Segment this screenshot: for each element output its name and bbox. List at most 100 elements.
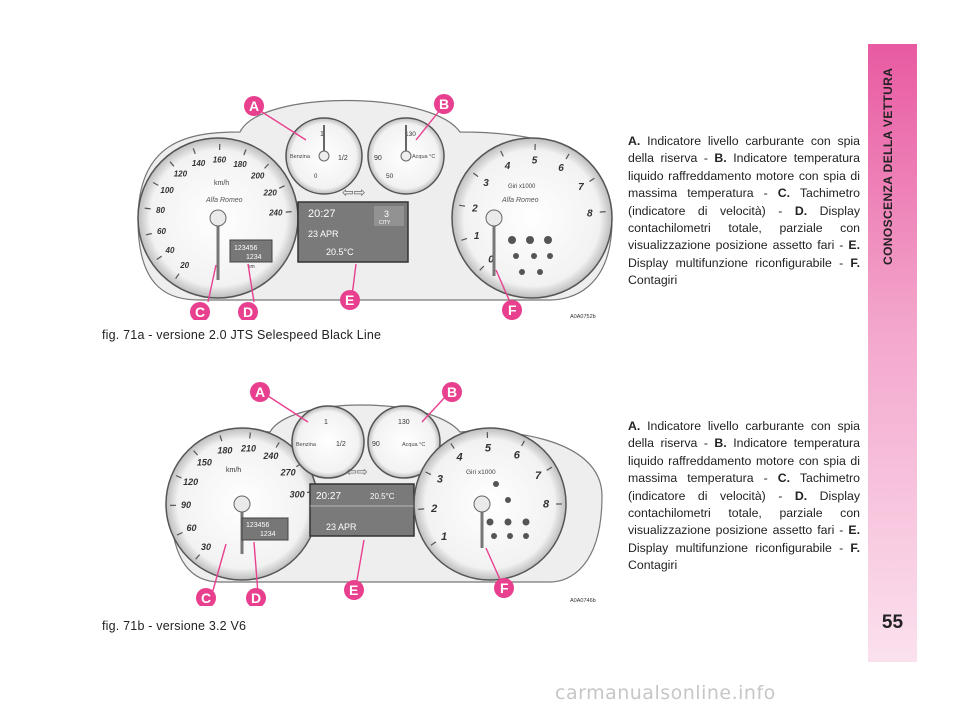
dial-tick-mark — [450, 443, 455, 449]
desc-key: B. — [714, 436, 727, 451]
dial-tick-label: 6 — [558, 163, 564, 174]
callout-C: C — [190, 302, 210, 320]
temp-tick-50: 50 — [386, 173, 394, 180]
dial-tick-mark — [152, 181, 159, 186]
display-gear: 3 — [384, 209, 389, 219]
dial-tick-mark — [156, 255, 163, 260]
desc-key: E. — [848, 238, 860, 253]
dial-tick-mark — [144, 207, 151, 210]
dial-tick-mark — [500, 150, 504, 157]
dial-tick-label: 8 — [543, 499, 550, 511]
dial-tick-label: 120 — [183, 477, 198, 487]
dial-tick-mark — [458, 204, 466, 207]
dial-tick-mark — [195, 554, 201, 560]
dial-tick-mark — [192, 148, 196, 155]
callout-D: D — [238, 302, 258, 320]
dial-tick-label: 240 — [262, 451, 278, 461]
dial-tick-label: 7 — [535, 470, 542, 482]
desc-text: Display contachilome­tri totale, parzial… — [628, 203, 860, 253]
display-date: 23 APR — [308, 229, 339, 239]
odo-total: 123456 — [246, 522, 269, 529]
dial-tick-label: 3 — [483, 178, 489, 189]
dial-tick-mark — [472, 172, 479, 178]
display-time: 20:27 — [308, 208, 336, 220]
temp-tick-90: 90 — [372, 441, 380, 448]
desc-key: A. — [628, 419, 641, 433]
speedo-unit: km/h — [226, 467, 241, 474]
sidebar-band — [868, 44, 917, 662]
temp-label: Acqua °C — [412, 154, 435, 160]
dial-tick-label: 7 — [578, 182, 584, 193]
callout-C: C — [196, 588, 216, 606]
dial-tick-label: 6 — [514, 450, 521, 462]
callout-F: F — [494, 578, 514, 598]
temp-tick-90: 90 — [374, 155, 382, 162]
fuel-tick-1: 1 — [324, 419, 328, 426]
callout-B: B — [442, 382, 462, 402]
svg-text:F: F — [500, 580, 509, 596]
fuel-tick-0: 0 — [314, 174, 318, 180]
desc-key: D. — [794, 488, 808, 503]
svg-text:A: A — [249, 98, 259, 114]
dial-tick-label: 60 — [186, 523, 196, 533]
dial-tick-mark — [249, 432, 251, 439]
desc-text: Display contachilome­tri totale, parzial… — [628, 488, 860, 538]
turn-signal-icon: ⇦⇨ — [342, 184, 366, 200]
dial-tick-mark — [145, 232, 152, 236]
desc-key: C. — [777, 471, 791, 486]
temperature-gauge — [367, 405, 441, 479]
callout-D: D — [246, 588, 266, 606]
svg-text:E: E — [345, 292, 354, 308]
dial-tick-label: 20 — [179, 261, 189, 270]
dial-tick-mark — [193, 450, 199, 456]
dial-tick-label: 160 — [213, 156, 227, 165]
callout-A: A — [244, 96, 264, 116]
svg-text:F: F — [508, 302, 517, 318]
dial-tick-label: 210 — [240, 443, 256, 453]
dial-tick-mark — [599, 211, 606, 213]
dial-tick-mark — [418, 508, 425, 510]
callout-B: B — [434, 94, 454, 114]
desc-text: Display multifunzione riconfigurabile - — [628, 255, 851, 270]
odo-unit: km — [248, 264, 255, 270]
dial-tick-mark — [219, 435, 223, 442]
desc-text: Indicatore temperatura liqui­do raffredd… — [628, 436, 860, 486]
dial-tick-label: 90 — [181, 500, 191, 510]
svg-text:C: C — [201, 590, 211, 606]
warning-lights — [486, 481, 530, 539]
dial-tick-label: 240 — [268, 209, 283, 218]
odo-trip: 1234 — [246, 254, 262, 261]
desc-key: E. — [848, 523, 860, 538]
dial-tick-label: 140 — [192, 159, 206, 168]
display-time: 20:27 — [316, 491, 341, 502]
figure-caption-a: fig. 71a - versione 2.0 JTS Selespeed Bl… — [102, 328, 382, 342]
turn-signal-icon: ⇦⇨ — [346, 464, 368, 479]
dial-tick-label: 100 — [160, 186, 174, 195]
dial-tick-label: 40 — [165, 246, 175, 255]
odo-display — [241, 517, 289, 541]
dial-tick-label: 30 — [201, 542, 211, 552]
dial-tick-label: 2 — [430, 503, 437, 515]
callout-A: A — [250, 382, 270, 402]
svg-text:A: A — [255, 384, 265, 400]
dial-tick-mark — [565, 153, 570, 160]
temp-tick-130: 130 — [405, 131, 416, 138]
dial-tick-mark — [278, 185, 285, 189]
desc-text: Indicatore livello carburante con spia d… — [628, 134, 860, 166]
dial-tick-label: 4 — [504, 161, 511, 172]
dial-tick-label: 180 — [233, 160, 247, 169]
fuel-label: Benzina — [296, 442, 317, 448]
desc-key: A. — [628, 134, 641, 148]
callout-E: E — [340, 290, 360, 310]
odo-display — [229, 239, 273, 263]
dial-tick-label: 270 — [280, 467, 296, 477]
dial-tick-label: 8 — [587, 208, 593, 219]
desc-text: Display multifunzione riconfigurabile - — [628, 540, 851, 555]
svg-text:B: B — [447, 384, 457, 400]
fuel-gauge — [291, 405, 365, 479]
dial-tick-label: 2 — [471, 203, 478, 214]
